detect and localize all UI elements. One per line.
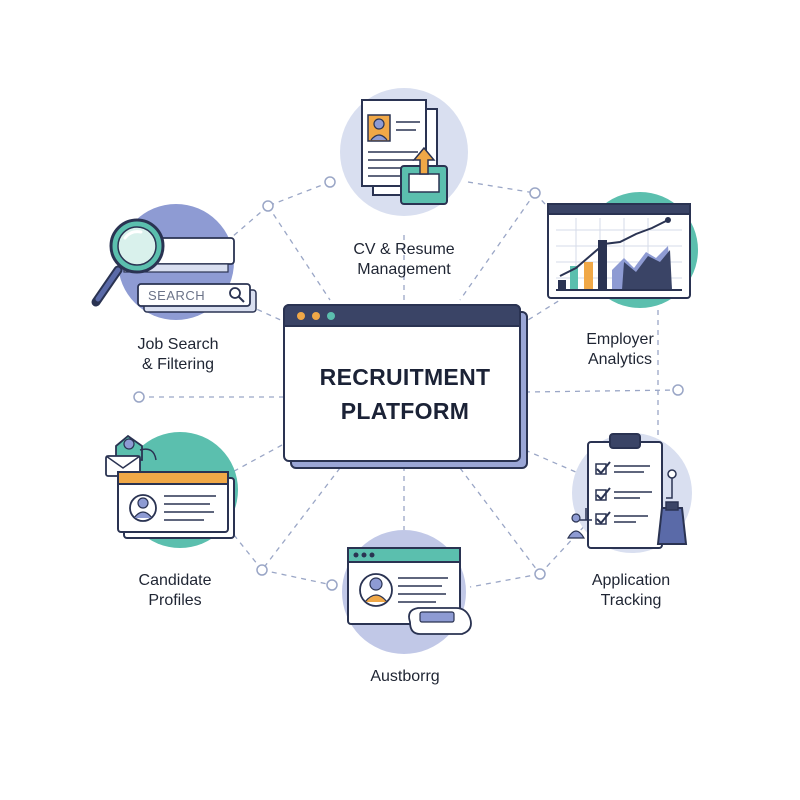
feature-label-cv: CV & Resume Management xyxy=(324,240,484,280)
window-dot-icon xyxy=(312,312,320,320)
magnifier-icon: SEARCH xyxy=(91,204,257,320)
candidate-card-icon xyxy=(105,432,238,548)
profile-window-icon xyxy=(342,530,472,654)
feature-label-line: Application xyxy=(591,572,671,589)
feature-label-line: & Filtering xyxy=(141,356,215,373)
search-field-icon: SEARCH xyxy=(137,283,257,313)
page-title: RECRUITMENT PLATFORM xyxy=(290,360,520,428)
feature-label-line: Job Search xyxy=(137,336,219,353)
feature-label-line: CV & Resume xyxy=(353,241,455,258)
connector-nodes xyxy=(133,176,684,591)
window-dot-icon xyxy=(327,312,335,320)
feature-label-line: Management xyxy=(357,261,451,278)
feature-label-line: Profiles xyxy=(148,592,202,609)
feature-label-profiles: Candidate Profiles xyxy=(110,571,240,611)
title-line-1: RECRUITMENT xyxy=(319,364,491,390)
feature-label-line: Candidate xyxy=(138,572,212,589)
feature-label-bottom: Austborrg xyxy=(330,667,480,687)
search-placeholder: SEARCH xyxy=(148,288,205,303)
title-line-2: PLATFORM xyxy=(340,398,470,424)
checklist-clipboard-icon xyxy=(566,433,692,553)
feature-label-analytics: Employer Analytics xyxy=(555,330,685,370)
feature-label-line: Austborrg xyxy=(370,668,440,685)
feature-label-search: Job Search & Filtering xyxy=(108,335,248,375)
search-icon xyxy=(229,287,241,299)
center-platform-window xyxy=(283,304,528,469)
feature-label-line: Tracking xyxy=(600,592,662,609)
analytics-chart-icon xyxy=(547,192,698,308)
feature-label-line: Analytics xyxy=(587,351,653,368)
resume-upload-icon xyxy=(340,88,468,216)
feature-label-line: Employer xyxy=(586,331,654,348)
feature-label-tracking: Application Tracking xyxy=(566,571,696,611)
window-dot-icon xyxy=(297,312,305,320)
